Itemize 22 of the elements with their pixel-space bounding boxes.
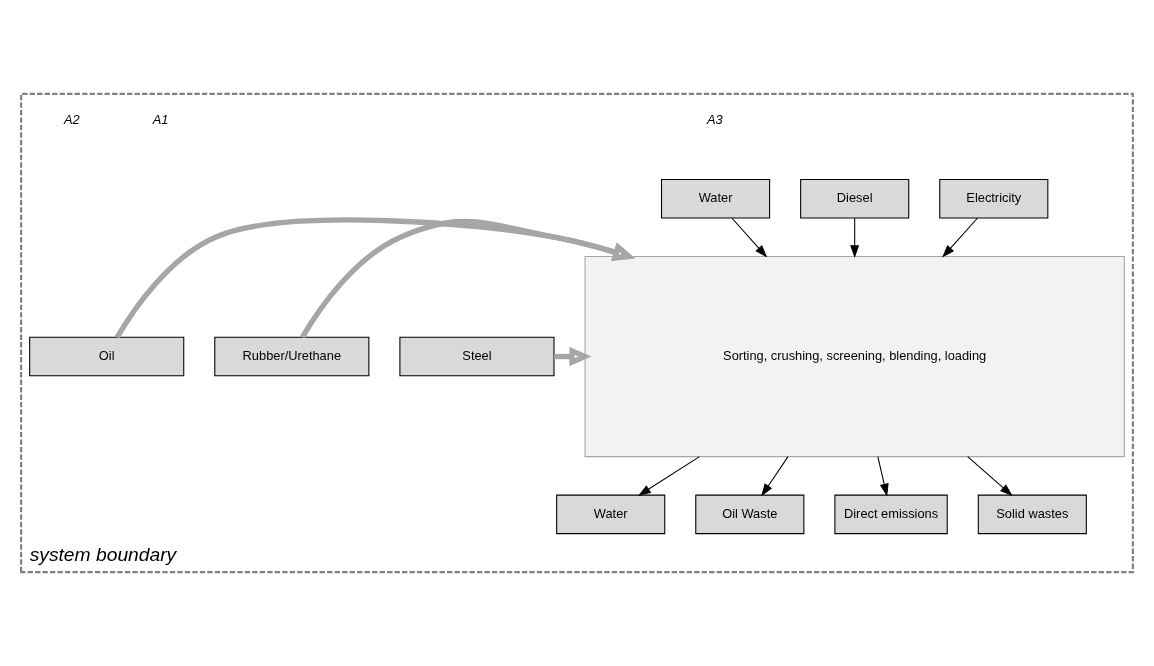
node-box: Direct emissions bbox=[834, 494, 948, 535]
arrow bbox=[967, 456, 1013, 497]
node-box: Electricity bbox=[939, 178, 1049, 219]
label: A3 bbox=[707, 111, 723, 127]
label: A2 bbox=[63, 111, 80, 127]
node-box: Rubber/Urethane bbox=[214, 336, 370, 377]
node-box: Steel bbox=[399, 336, 555, 377]
arrow bbox=[877, 456, 889, 497]
arrow bbox=[942, 217, 978, 258]
node-box: Water bbox=[661, 178, 771, 219]
arrow bbox=[731, 217, 768, 258]
label: A1 bbox=[152, 111, 169, 127]
node-box: Oil Waste bbox=[695, 494, 805, 535]
node-box: Oil bbox=[29, 336, 185, 377]
node-box: Solid wastes bbox=[977, 494, 1087, 535]
arrow bbox=[850, 217, 860, 258]
node-box: Diesel bbox=[800, 178, 910, 219]
node-box: Sorting, crushing, screening, blending, loading bbox=[584, 255, 1125, 458]
arrow bbox=[300, 218, 636, 339]
arrow bbox=[761, 456, 789, 497]
node-box: Water bbox=[556, 494, 666, 535]
arrow bbox=[638, 456, 700, 496]
